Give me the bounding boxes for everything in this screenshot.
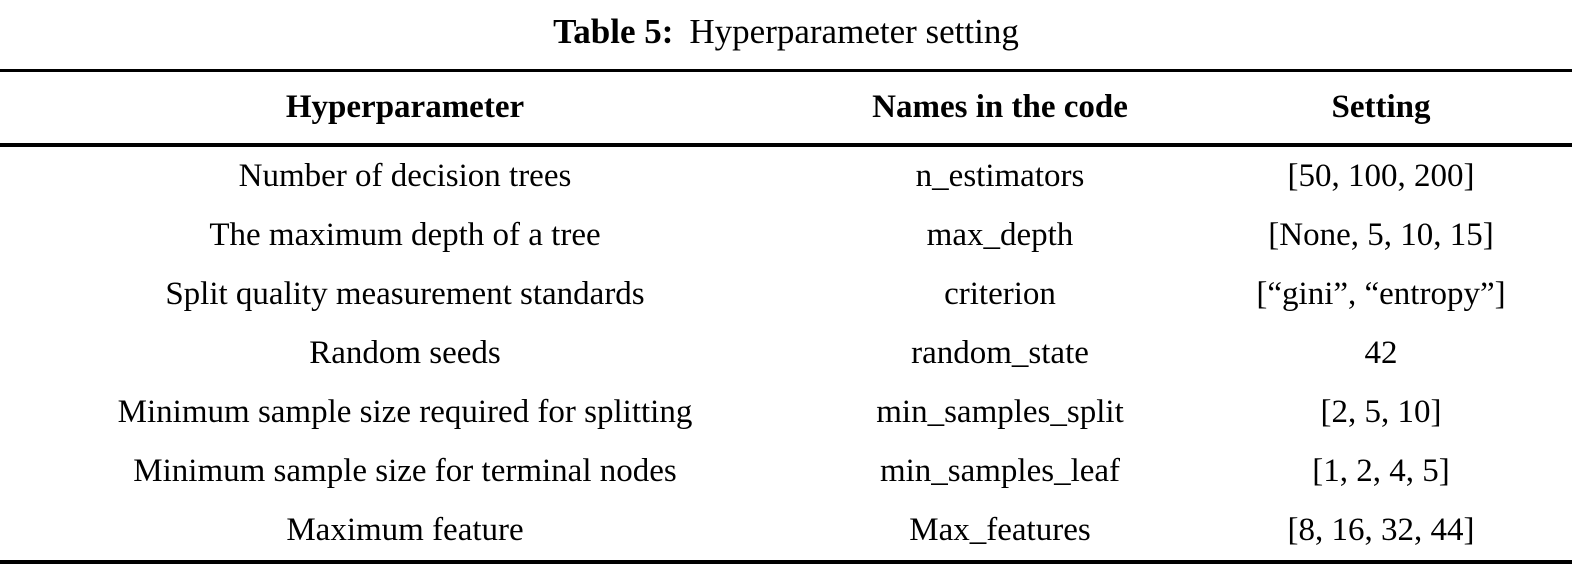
table-row: Minimum sample size required for splitti… (0, 383, 1572, 442)
hyperparameter-table: Hyperparameter Names in the code Setting… (0, 69, 1572, 564)
table-body: Number of decision trees n_estimators [5… (0, 145, 1572, 562)
cell-hyperparameter: Number of decision trees (238, 158, 572, 194)
table-caption-label: Table 5: (553, 12, 674, 51)
header-names-in-code: Names in the code (810, 70, 1190, 147)
table-row: The maximum depth of a tree max_depth [N… (0, 206, 1572, 265)
cell-code-name: n_estimators (915, 158, 1085, 194)
cell-hyperparameter: Minimum sample size for terminal nodes (133, 453, 677, 489)
table-row: Maximum feature Max_features [8, 16, 32,… (0, 501, 1572, 562)
cell-setting: [1, 2, 4, 5] (1312, 453, 1450, 489)
table-caption-text: Hyperparameter setting (689, 12, 1019, 51)
cell-hyperparameter: Maximum feature (286, 512, 524, 548)
cell-code-name: min_samples_leaf (879, 453, 1121, 489)
cell-hyperparameter: Split quality measurement standards (165, 276, 645, 312)
header-setting: Setting (1190, 70, 1572, 147)
cell-code-name: max_depth (926, 217, 1074, 253)
cell-setting: [None, 5, 10, 15] (1268, 217, 1494, 253)
table-caption: Table 5: Hyperparameter setting (0, 0, 1572, 69)
table-header: Hyperparameter Names in the code Setting (0, 70, 1572, 147)
cell-setting: [2, 5, 10] (1320, 394, 1442, 430)
cell-hyperparameter: Minimum sample size required for splitti… (117, 394, 693, 430)
cell-setting: [“gini”, “entropy”] (1256, 276, 1506, 312)
cell-code-name: criterion (944, 276, 1056, 312)
cell-hyperparameter: Random seeds (309, 335, 501, 371)
cell-setting: [8, 16, 32, 44] (1287, 512, 1475, 548)
cell-setting: 42 (1364, 335, 1398, 371)
cell-code-name: random_state (911, 335, 1089, 371)
cell-setting: [50, 100, 200] (1287, 158, 1475, 194)
cell-code-name: Max_features (909, 512, 1091, 548)
table-row: Split quality measurement standards crit… (0, 265, 1572, 324)
header-row: Hyperparameter Names in the code Setting (0, 70, 1572, 147)
table-row: Random seeds random_state 42 (0, 324, 1572, 383)
header-hyperparameter: Hyperparameter (0, 70, 810, 147)
cell-code-name: min_samples_split (876, 394, 1124, 430)
table-row: Minimum sample size for terminal nodes m… (0, 442, 1572, 501)
table-row: Number of decision trees n_estimators [5… (0, 145, 1572, 206)
cell-hyperparameter: The maximum depth of a tree (209, 217, 601, 253)
